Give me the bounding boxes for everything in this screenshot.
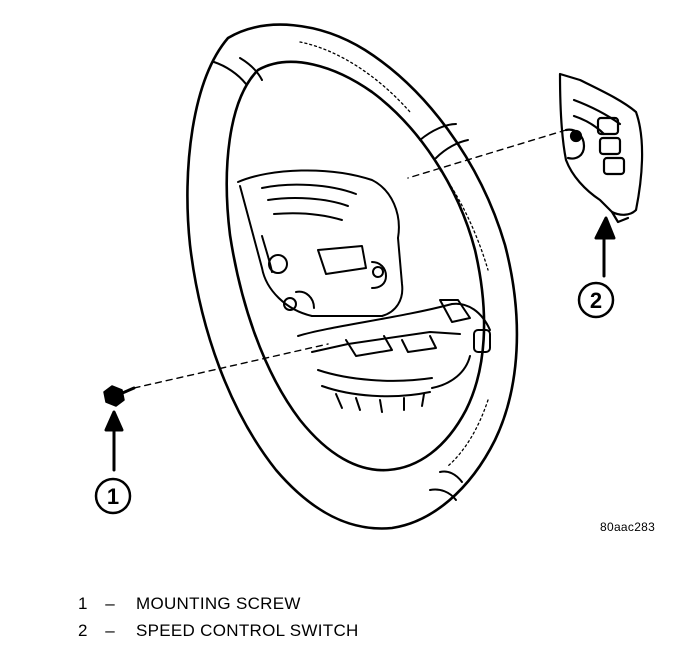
callout-arrow-2 (594, 216, 616, 278)
legend-item-label: SPEED CONTROL SWITCH (136, 621, 359, 640)
rim-stitching (299, 41, 489, 467)
mounting-screw (103, 385, 136, 407)
legend-dash: – (105, 621, 115, 640)
figure-reference-code: 80aac283 (600, 520, 656, 534)
legend-item: 1 – MOUNTING SCREW (78, 590, 359, 617)
steering-wheel-rim (186, 23, 519, 530)
callout-number-1: 1 (107, 484, 119, 509)
lower-spoke (297, 299, 491, 413)
steering-wheel-hub (237, 169, 404, 317)
speed-control-switch (558, 72, 644, 224)
legend: 1 – MOUNTING SCREW 2 – SPEED CONTROL SWI… (78, 590, 359, 644)
legend-item-label: MOUNTING SCREW (136, 594, 301, 613)
steering-wheel-diagram: 1 2 (94, 23, 644, 530)
callout-circle-1 (94, 477, 132, 515)
legend-dash: – (105, 594, 115, 613)
rim-segment-seams (213, 57, 469, 501)
legend-item-number: 1 (78, 594, 88, 613)
legend-item: 2 – SPEED CONTROL SWITCH (78, 617, 359, 644)
callout-number-2: 2 (590, 288, 602, 313)
legend-item-number: 2 (78, 621, 88, 640)
callout-arrow-1 (104, 410, 124, 472)
callout-circle-2 (577, 281, 615, 319)
assembly-lines (133, 129, 567, 389)
